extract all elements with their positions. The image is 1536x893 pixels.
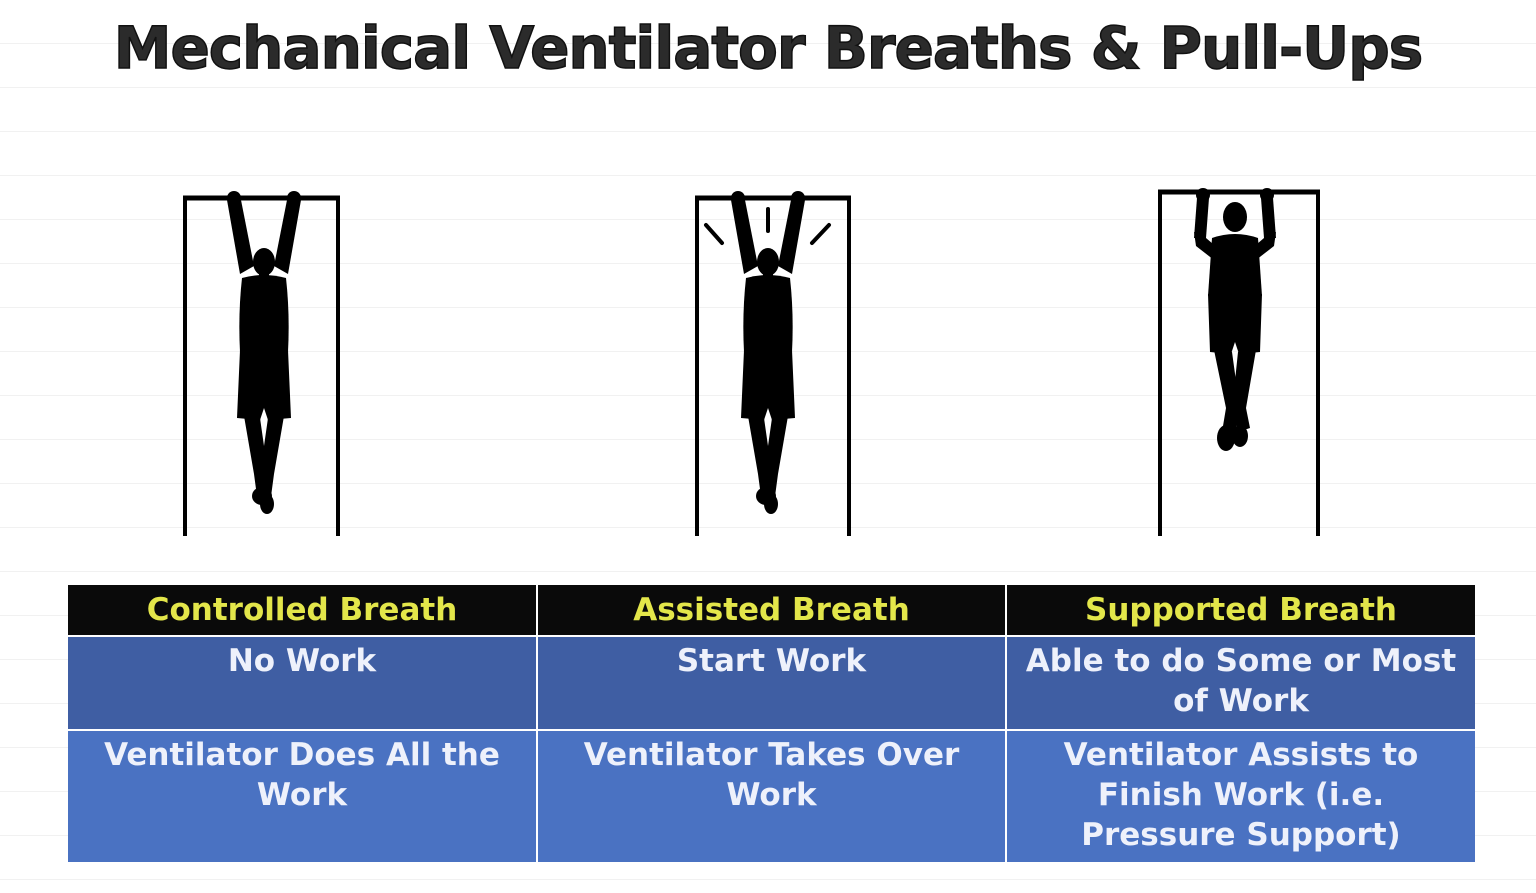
cell-supported-patient-work: Able to do Some or Most of Work (1005, 634, 1475, 732)
table-row: Ventilator Does All the Work Ventilator … (68, 729, 1475, 862)
breath-types-table: Controlled Breath Assisted Breath Suppor… (68, 585, 1475, 862)
header-assisted-breath: Assisted Breath (536, 585, 1007, 637)
hanging-person-starting-pull-icon (731, 191, 805, 514)
effort-lines-icon (704, 207, 831, 245)
cell-assisted-patient-work: Start Work (536, 634, 1007, 732)
header-controlled-breath: Controlled Breath (68, 585, 538, 637)
pull-up-bar-3 (1158, 189, 1320, 536)
cell-controlled-patient-work: No Work (68, 634, 538, 732)
table-row: No Work Start Work Able to do Some or Mo… (68, 634, 1475, 732)
cell-assisted-ventilator-role: Ventilator Takes Over Work (536, 729, 1007, 862)
cell-supported-ventilator-role: Ventilator Assists to Finish Work (i.e. … (1005, 729, 1475, 862)
person-doing-pull-up-icon (1194, 188, 1276, 451)
pull-up-bar-1 (183, 195, 340, 536)
table-header-row: Controlled Breath Assisted Breath Suppor… (68, 585, 1475, 637)
cell-controlled-ventilator-role: Ventilator Does All the Work (68, 729, 538, 862)
pull-up-bar-2 (695, 195, 851, 536)
hanging-person-icon (227, 191, 301, 514)
page-title: Mechanical Ventilator Breaths & Pull-Ups (113, 13, 1424, 83)
header-supported-breath: Supported Breath (1005, 585, 1475, 637)
